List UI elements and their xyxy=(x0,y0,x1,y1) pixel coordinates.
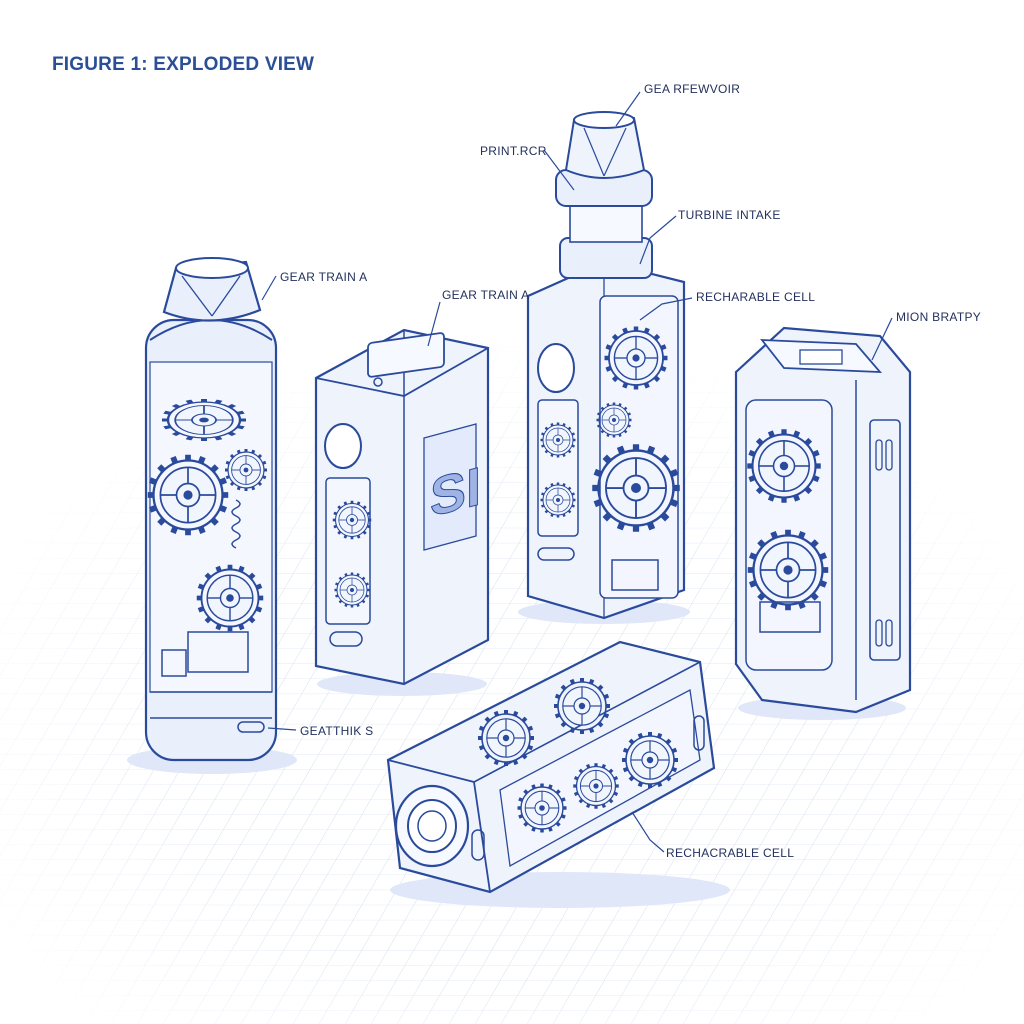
device-mod-with-tank xyxy=(518,111,690,624)
callout-gear-train-a-center: GEAR TRAIN A xyxy=(442,288,530,302)
leader-lines xyxy=(261,91,893,853)
device-mod-right xyxy=(734,326,912,720)
callout-turbine-intake: TURBINE INTAKE xyxy=(678,208,781,222)
callout-printer: PRINT.RCR xyxy=(480,144,547,158)
callout-rechargeable-cell-top: RECHARABLE CELL xyxy=(696,290,816,304)
callout-geathik-s: GEATTHIK S xyxy=(300,724,374,738)
badge-text: SI xyxy=(430,455,481,529)
device-box-lying xyxy=(386,640,730,908)
callout-gear-reservoir: GEA RFEWVOIR xyxy=(644,82,741,96)
device-tube-left xyxy=(127,257,297,774)
device-box-closed: SI xyxy=(314,328,490,696)
callout-gear-train-a-left: GEAR TRAIN A xyxy=(280,270,368,284)
figure-title: FIGURE 1: EXPLODED VIEW xyxy=(52,54,315,75)
callout-rechargeable-cell-bottom: RECHACRABLE CELL xyxy=(666,846,795,860)
callout-mion-bratpy: MION BRATPY xyxy=(896,310,982,324)
